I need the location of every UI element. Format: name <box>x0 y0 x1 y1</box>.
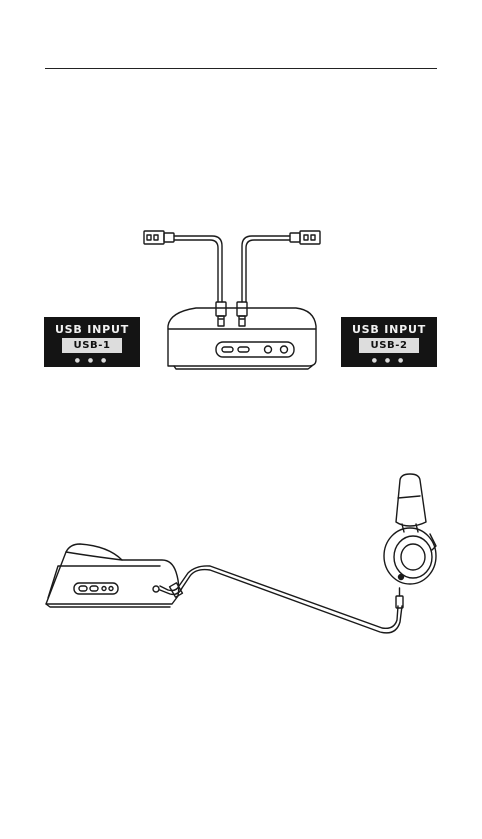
usb-input-display-left: USB INPUT USB-1 ● ● ● <box>44 317 140 367</box>
audio-cable <box>160 566 403 633</box>
usb-c-connector-right <box>237 302 247 326</box>
page-indicator: ● ● ● <box>44 357 140 364</box>
page-indicator: ● ● ● <box>341 357 437 364</box>
usb-input-title: USB INPUT <box>341 323 437 336</box>
headset-icon <box>384 474 436 584</box>
usb-cable-right <box>242 236 290 302</box>
usb-c-connector-left <box>216 302 226 326</box>
usb-cable-left <box>174 236 222 302</box>
base-station-front-icon <box>168 308 316 369</box>
usb-input-display-right: USB INPUT USB-2 ● ● ● <box>341 317 437 367</box>
usb-a-plug-left-icon <box>144 231 174 244</box>
usb-input-title: USB INPUT <box>44 323 140 336</box>
usb-input-selected: USB-2 <box>359 338 419 353</box>
usb-input-selected: USB-1 <box>62 338 122 353</box>
base-station-side-icon <box>46 544 179 607</box>
usb-a-plug-right-icon <box>290 231 320 244</box>
